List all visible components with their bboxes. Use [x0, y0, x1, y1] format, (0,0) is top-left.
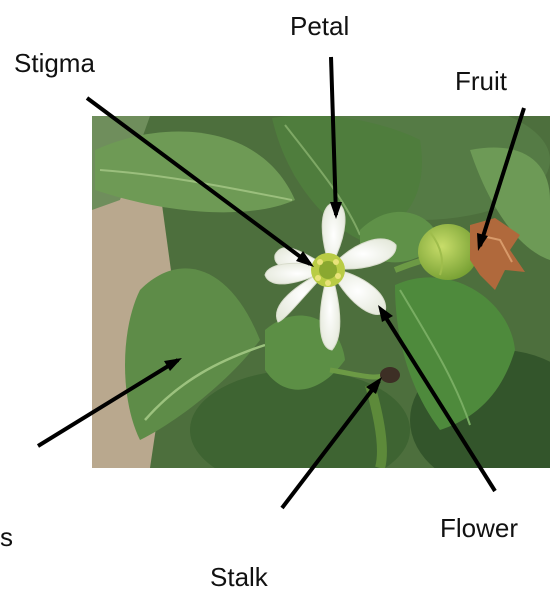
- plant-photo: [92, 100, 550, 490]
- stalk-label: Stalk: [210, 562, 269, 592]
- flower-label: Flower: [440, 513, 518, 543]
- fruit-shape: [418, 224, 478, 280]
- fruit-label: Fruit: [455, 66, 508, 96]
- leaves-label: s: [0, 522, 13, 552]
- petal-label: Petal: [290, 11, 349, 41]
- stigma-label: Stigma: [14, 48, 95, 78]
